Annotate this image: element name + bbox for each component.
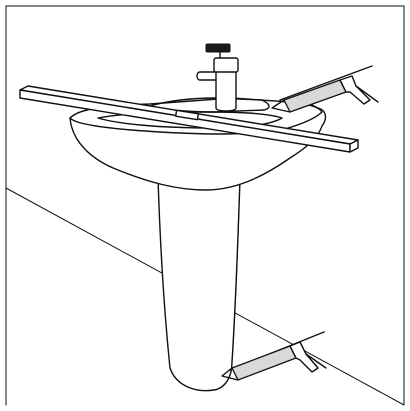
faucet-head — [213, 57, 239, 73]
pedestal-side-edge — [231, 177, 241, 363]
faucet-spout — [196, 71, 217, 81]
level-bubble-vial — [174, 109, 200, 121]
pedestal-body — [157, 177, 241, 392]
gun-upper-rod — [279, 65, 373, 101]
gun-lower-nozzle — [221, 367, 239, 381]
caulking-gun-icon — [271, 65, 379, 113]
spirit-level-icon — [19, 85, 359, 153]
gun-upper-nozzle — [271, 99, 291, 113]
level-bar-end — [349, 139, 359, 153]
faucet-icon — [196, 43, 239, 112]
gun-upper-trigger — [355, 85, 379, 103]
faucet-body — [215, 69, 237, 112]
caulking-gun-icon — [221, 331, 327, 381]
pedestal-icon — [157, 177, 241, 392]
faucet-lever — [205, 43, 231, 53]
gun-upper-handle — [339, 75, 371, 105]
gun-lower-trigger — [305, 353, 327, 369]
gun-lower-tube — [231, 345, 297, 381]
gun-lower-handle — [289, 341, 319, 373]
